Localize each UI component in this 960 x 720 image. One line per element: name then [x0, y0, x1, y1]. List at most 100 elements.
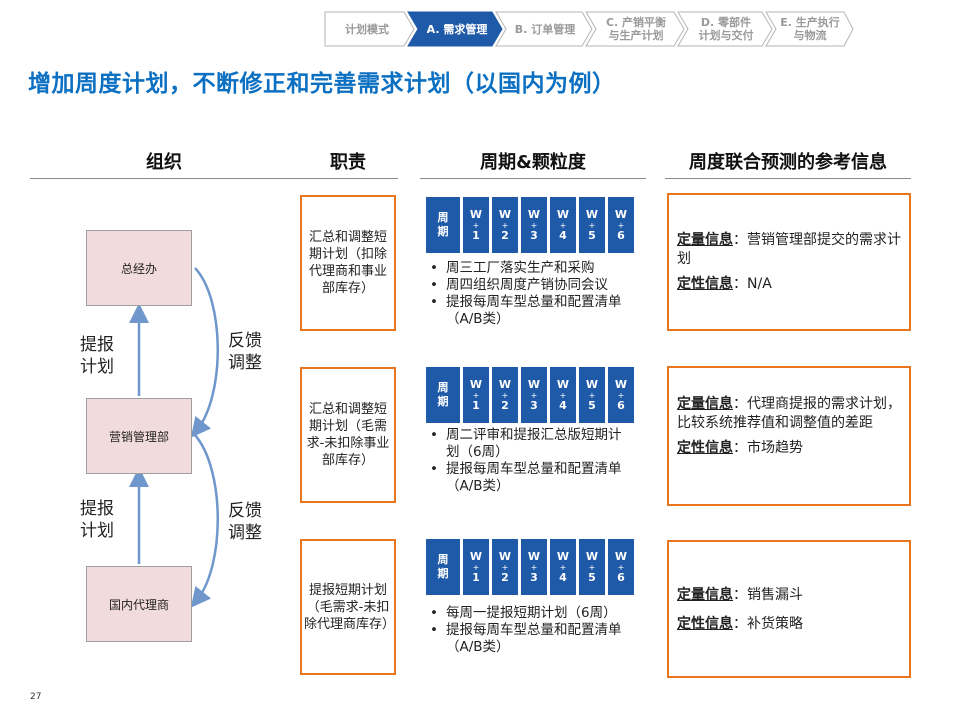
page-number: 27	[30, 692, 42, 702]
week-cell: W+1	[463, 539, 489, 595]
week-cell-number: 2	[501, 570, 509, 584]
cycle-bullets-marketing: 周二评审和提报汇总版短期计划（6周） 提报每周车型总量和配置清单（A/B类）	[426, 427, 634, 495]
week-cell-w: W	[469, 207, 483, 221]
column-header-duty: 职责	[330, 152, 366, 173]
week-cell-w: W	[469, 549, 483, 563]
org-label-marketing: 营销管理部	[108, 429, 169, 444]
week-cell-number: 1	[472, 228, 480, 242]
ref-box-marketing: 定量信息：代理商提报的需求计划，比较系统推荐值和调整值的差距 定性信息：市场趋势	[667, 366, 911, 506]
nav-step-mode[interactable]: 计划模式	[345, 22, 389, 36]
feedback-arrow-lower	[190, 434, 219, 608]
quant-info: 定量信息：营销管理部提交的需求计划	[677, 231, 901, 269]
quant-text: ：销售漏斗	[733, 587, 803, 603]
week-cell-number: 4	[559, 398, 567, 412]
nav-step-parts[interactable]: D. 零部件 计划与交付	[698, 16, 754, 42]
ref-box-general-office: 定量信息：营销管理部提交的需求计划 定性信息：N/A	[667, 193, 911, 331]
feedback-arrow-upper	[190, 267, 219, 438]
nav-step-demand[interactable]: A. 需求管理	[426, 22, 488, 36]
week-cell-plus: +	[472, 562, 480, 572]
week-cell: W+5	[579, 367, 605, 423]
nav-step-balance[interactable]: C. 产销平衡 与生产计划	[605, 16, 667, 42]
week-cell-w: W	[498, 377, 512, 391]
column-header-ref: 周度联合预测的参考信息	[689, 152, 887, 173]
week-cell: W+2	[492, 539, 518, 595]
quant-label: 定量信息	[677, 232, 733, 248]
week-cell-number: 3	[530, 398, 538, 412]
week-cell-w: W	[556, 549, 570, 563]
week-cell-plus: +	[588, 562, 596, 572]
week-cell-plus: +	[472, 390, 480, 400]
week-cell: W+5	[579, 197, 605, 253]
week-cell-plus: +	[501, 220, 509, 230]
org-box-general-office: 总经办	[86, 230, 192, 306]
nav-step-execution[interactable]: E. 生产执行 与物流	[780, 16, 840, 42]
week-cell-w: W	[585, 549, 599, 563]
duty-box-agent: 提报短期计划（毛需求-未扣除代理商库存）	[300, 539, 396, 675]
week-cell-w: W	[585, 207, 599, 221]
column-rule-duty	[298, 178, 398, 179]
week-cell-number: 1	[472, 570, 480, 584]
qual-text: ：市场趋势	[733, 440, 803, 456]
week-cell-plus: +	[501, 390, 509, 400]
qual-text: ：N/A	[733, 276, 772, 292]
week-table-header: 周 期	[426, 197, 460, 253]
week-cell-w: W	[527, 207, 541, 221]
qual-label: 定性信息	[677, 440, 733, 456]
week-cell-plus: +	[617, 220, 625, 230]
list-item: 周三工厂落实生产和采购	[426, 260, 634, 277]
week-cell: W+6	[608, 197, 634, 253]
quant-text: ：营销管理部提交的需求计划	[677, 232, 901, 267]
quant-info: 定量信息：代理商提报的需求计划，比较系统推荐值和调整值的差距	[677, 395, 901, 433]
quant-label: 定量信息	[677, 396, 733, 412]
week-cell-w: W	[469, 377, 483, 391]
org-box-agent: 国内代理商	[86, 566, 192, 642]
column-header-org: 组织	[146, 152, 182, 173]
org-box-marketing: 营销管理部	[86, 398, 192, 474]
cycle-bullets-agent: 每周一提报短期计划（6周） 提报每周车型总量和配置清单（A/B类）	[426, 605, 646, 656]
quant-text: ：代理商提报的需求计划，比较系统推荐值和调整值的差距	[677, 396, 901, 431]
qual-text: ：补货策略	[733, 616, 803, 632]
week-cell-plus: +	[588, 390, 596, 400]
week-cell: W+4	[550, 197, 576, 253]
week-cell-plus: +	[559, 220, 567, 230]
week-cell: W+2	[492, 367, 518, 423]
org-label-agent: 国内代理商	[108, 597, 169, 612]
org-label-general-office: 总经办	[120, 261, 157, 276]
qual-info: 定性信息：市场趋势	[677, 439, 901, 458]
list-item: 提报每周车型总量和配置清单（A/B类）	[426, 622, 646, 656]
qual-info: 定性信息：N/A	[677, 275, 901, 294]
week-cell: W+5	[579, 539, 605, 595]
column-rule-ref	[665, 178, 911, 179]
column-header-cycle: 周期&颗粒度	[480, 152, 586, 173]
week-cell-number: 5	[588, 398, 596, 412]
week-cell-w: W	[556, 377, 570, 391]
nav-step-order[interactable]: B. 订单管理	[514, 22, 576, 36]
ref-box-agent: 定量信息：销售漏斗 定性信息：补货策略	[667, 540, 911, 678]
week-cell: W+6	[608, 539, 634, 595]
duty-box-marketing: 汇总和调整短期计划（毛需求-未扣除事业部库存）	[300, 367, 396, 503]
week-cell-number: 5	[588, 570, 596, 584]
week-cell-plus: +	[617, 390, 625, 400]
week-cell-number: 3	[530, 570, 538, 584]
week-cell-number: 1	[472, 398, 480, 412]
week-cell-w: W	[556, 207, 570, 221]
week-cell-w: W	[585, 377, 599, 391]
duty-text-agent: 提报短期计划（毛需求-未扣除代理商库存）	[304, 582, 396, 632]
week-cell-w: W	[614, 377, 628, 391]
week-table-header: 周 期	[426, 367, 460, 423]
week-cell-w: W	[498, 207, 512, 221]
week-table-header: 周 期	[426, 539, 460, 595]
week-cell-plus: +	[472, 220, 480, 230]
week-cell-w: W	[614, 549, 628, 563]
list-item: 提报每周车型总量和配置清单（A/B类）	[426, 461, 634, 495]
quant-label: 定量信息	[677, 587, 733, 603]
week-cell-plus: +	[530, 220, 538, 230]
week-cell-plus: +	[559, 562, 567, 572]
week-cell-number: 2	[501, 228, 509, 242]
report-label-upper: 提报 计划	[80, 335, 114, 377]
week-cell: W+4	[550, 539, 576, 595]
week-cell: W+1	[463, 367, 489, 423]
duty-box-general-office: 汇总和调整短期计划（扣除代理商和事业部库存）	[300, 195, 396, 331]
week-cell: W+3	[521, 367, 547, 423]
week-cell-number: 6	[617, 228, 625, 242]
